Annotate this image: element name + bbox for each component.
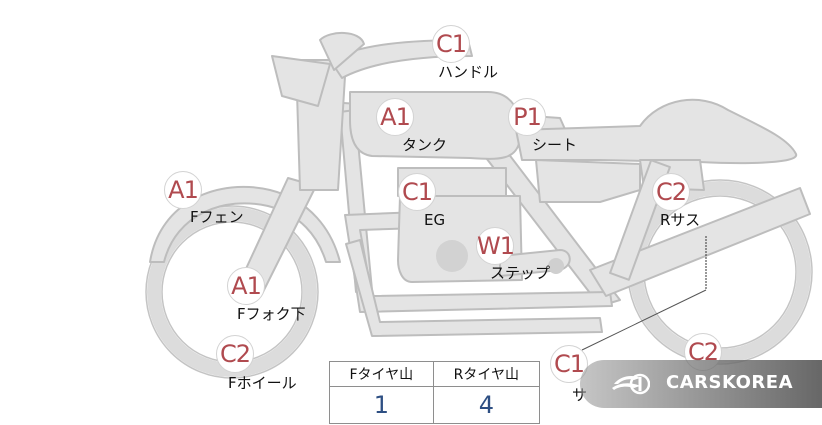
- front-tire-value: 1: [329, 386, 434, 424]
- grade-badge-seat: P1: [508, 98, 546, 136]
- part-label-rear-suspension: Rサス: [660, 211, 701, 229]
- grade-badge-front-fender: A1: [164, 171, 202, 209]
- carskorea-watermark: CARSKOREA: [580, 360, 822, 408]
- grade-badge-engine: C1: [398, 173, 436, 211]
- part-label-front-fender: Fフェン: [190, 208, 244, 226]
- rear-tire-value: 4: [432, 386, 541, 424]
- grade-badge-rear-suspension: C2: [652, 173, 690, 211]
- part-label-engine: EG: [424, 211, 446, 229]
- tire-tread-table: Fタイヤ山 Rタイヤ山 1 4: [329, 361, 541, 424]
- watermark-text: CARSKOREA: [666, 372, 793, 393]
- rear-tire-header: Rタイヤ山: [432, 361, 541, 387]
- grade-badge-step: W1: [476, 227, 515, 265]
- part-label-front-fork: Fフォク下: [237, 305, 306, 323]
- part-label-front-wheel: Fホイール: [228, 374, 297, 392]
- grade-badge-front-wheel: C2: [216, 335, 254, 373]
- part-label-seat: シート: [532, 136, 578, 154]
- part-label-handlebar: ハンドル: [438, 63, 499, 81]
- front-tire-header: Fタイヤ山: [329, 361, 434, 387]
- grade-badge-tank: A1: [376, 98, 414, 136]
- grade-badge-front-fork: A1: [227, 267, 265, 305]
- part-label-tank: タンク: [402, 136, 448, 154]
- grade-badge-handlebar: C1: [432, 25, 470, 63]
- rear-suspension: [589, 187, 811, 297]
- carskorea-logo-icon: [612, 373, 650, 395]
- seat: [515, 98, 797, 165]
- headlight: [271, 55, 331, 107]
- part-label-step: ステップ: [490, 264, 551, 282]
